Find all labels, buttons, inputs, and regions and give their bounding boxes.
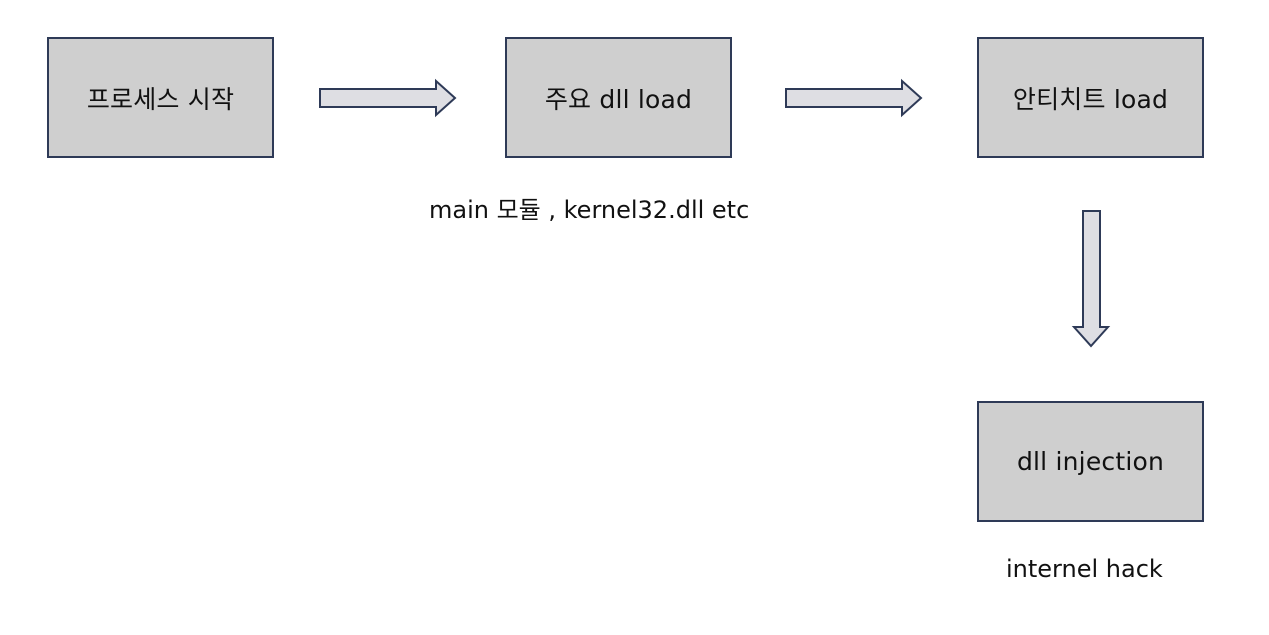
anticheat-load-box: 안티치트 load: [977, 37, 1204, 158]
main-dll-load-label: 주요 dll load: [544, 84, 693, 114]
process-start-label: 프로세스 시작: [86, 84, 235, 114]
arrow-right-1: [319, 78, 457, 118]
main-dll-load-box: 주요 dll load: [505, 37, 732, 158]
injection-caption: internel hack: [1006, 555, 1163, 583]
process-start-box: 프로세스 시작: [47, 37, 274, 158]
arrow-right-2: [785, 78, 923, 118]
main-dll-caption: main 모듈 , kernel32.dll etc: [429, 196, 750, 224]
anticheat-load-label: 안티치트 load: [1012, 84, 1169, 114]
dll-injection-label: dll injection: [1016, 447, 1165, 476]
dll-injection-box: dll injection: [977, 401, 1204, 522]
arrow-down: [1071, 210, 1111, 348]
